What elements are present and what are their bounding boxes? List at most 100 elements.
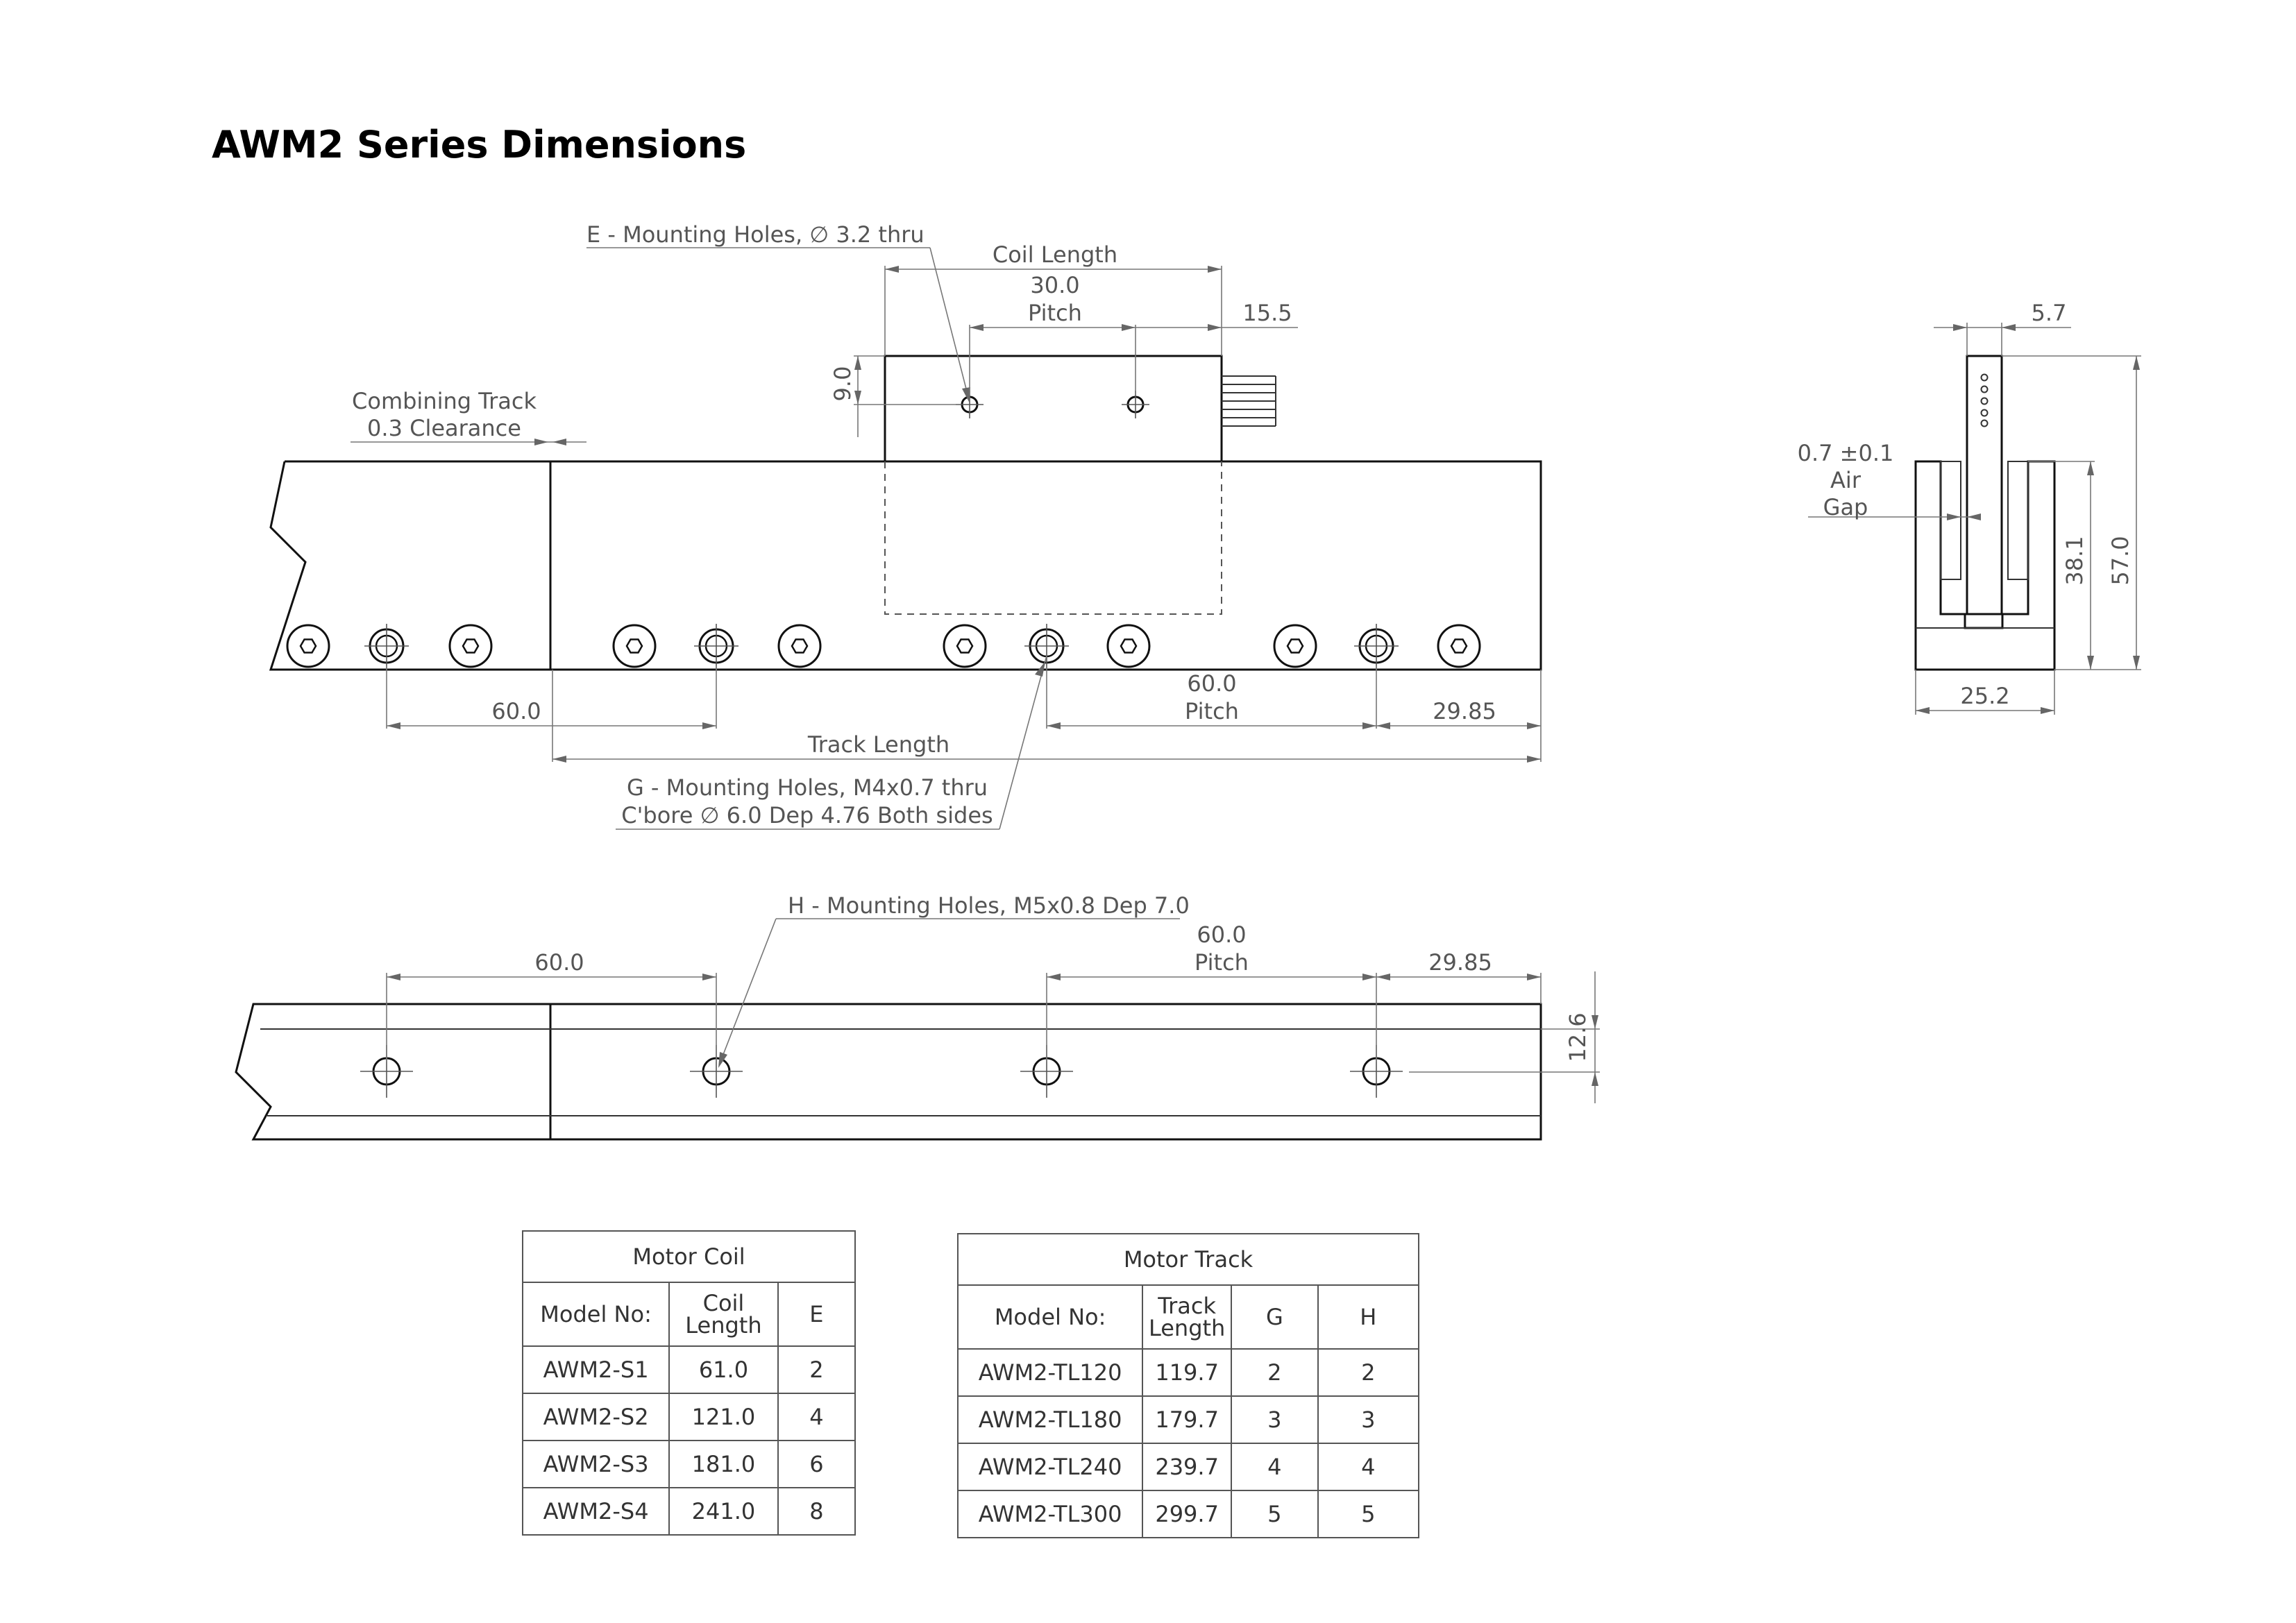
table-cell: 121.0 [668,1393,779,1441]
table-cell: 6 [777,1440,856,1488]
coil-cable [1222,375,1276,427]
svg-text:H - Mounting Holes, M5x0.8 Dep: H - Mounting Holes, M5x0.8 Dep 7.0 [788,892,1190,919]
total-height-dim: 57.0 [2002,355,2141,670]
counterbore-hole [1437,624,1481,668]
hole-height-dim: 9.0 [829,355,961,437]
column-header: Model No: [521,1282,670,1347]
table-cell: 4 [1317,1443,1420,1491]
svg-text:Pitch: Pitch [1185,698,1239,724]
table-cell: 181.0 [668,1440,779,1488]
track-u-channel [1914,460,2056,671]
counterbore-hole [286,624,330,668]
svg-text:30.0: 30.0 [1030,272,1079,298]
bottom-spacing-dim: 60.0 [386,949,717,1062]
air-gap-callout: 0.7 ±0.1 Air Gap [1798,440,1981,520]
cable-holes [1980,373,1989,427]
table-row: AWM2-TL240 239.7 4 4 [956,1443,1420,1491]
table-cell: 5 [1231,1490,1319,1538]
page-title: AWM2 Series Dimensions [212,123,746,167]
table-cell: AWM2-TL240 [956,1443,1144,1491]
g-mounting-hole [1023,622,1070,670]
motor-track-title: Motor Track [957,1233,1419,1286]
end-offset-dim: 29.85 [1376,670,1542,762]
bottom-height-dim: 12.6 [1409,971,1600,1103]
table-cell: AWM2-S2 [521,1393,670,1441]
svg-text:G - Mounting Holes, M4x0.7 thr: G - Mounting Holes, M4x0.7 thru [627,774,988,801]
table-cell: 2 [777,1345,856,1394]
table-cell: 241.0 [668,1487,779,1536]
table-row: AWM2-TL120 119.7 2 2 [956,1348,1420,1397]
coil-blade [1966,355,2003,615]
table-row: AWM2-TL180 179.7 3 3 [956,1395,1420,1444]
svg-text:60.0: 60.0 [534,949,584,976]
table-cell: AWM2-S4 [521,1487,670,1536]
svg-text:29.85: 29.85 [1433,698,1496,724]
svg-text:Air: Air [1830,467,1862,493]
table-cell: 8 [777,1487,856,1536]
svg-text:0.3 Clearance: 0.3 Clearance [367,415,521,441]
svg-text:Coil Length: Coil Length [993,241,1117,268]
table-cell: 2 [1231,1348,1319,1397]
track-spacing-dim: 60.0 [386,666,717,729]
bottom-pitch-dim: 60.0 Pitch [1046,921,1377,1062]
svg-text:0.7 ±0.1: 0.7 ±0.1 [1798,440,1894,466]
table-cell: AWM2-S1 [521,1345,670,1394]
column-header: E [777,1282,856,1347]
coil-hidden-outline [884,461,1222,615]
table-cell: 5 [1317,1490,1420,1538]
svg-text:Track Length: Track Length [807,731,949,758]
svg-text:25.2: 25.2 [1960,683,2009,709]
counterbore-hole [1273,624,1317,668]
bottom-end-offset-dim: 29.85 [1376,949,1542,1004]
base-width-dim: 25.2 [1915,670,2055,715]
coil-length-dim: Coil Length [884,241,1222,356]
g-mounting-hole [363,622,410,670]
svg-text:C'bore ∅ 6.0 Dep 4.76 Both s: C'bore ∅ 6.0 Dep 4.76 Both sides [621,802,993,829]
table-row: AWM2-TL300 299.7 5 5 [956,1490,1420,1538]
table-cell: 119.7 [1142,1348,1233,1397]
table-row: AWM2-S2 121.0 4 [521,1393,856,1441]
table-cell: 3 [1317,1395,1420,1444]
motor-coil-title: Motor Coil [522,1230,856,1283]
column-header: H [1317,1284,1420,1350]
magnet-right [2007,461,2029,580]
table-cell: AWM2-TL180 [956,1395,1144,1444]
table-row: AWM2-S1 61.0 2 [521,1345,856,1394]
g-holes-callout: G - Mounting Holes, M4x0.7 thru C'bore ∅… [616,655,1047,830]
svg-text:15.5: 15.5 [1242,300,1292,326]
table-cell: 239.7 [1142,1443,1233,1491]
table-cell: 299.7 [1142,1490,1233,1538]
table-row: AWM2-S3 181.0 6 [521,1440,856,1488]
svg-text:5.7: 5.7 [2032,300,2067,326]
counterbore-hole [448,624,493,668]
bottom-view: H - Mounting Holes, M5x0.8 Dep 7.0 60.0 … [235,892,1600,1141]
table-cell: 179.7 [1142,1395,1233,1444]
g-mounting-hole [1353,622,1400,670]
track-bottom-outline [235,1003,1542,1141]
counterbore-hole [1106,624,1151,668]
table-cell: AWM2-TL120 [956,1348,1144,1397]
counterbore-hole [777,624,822,668]
counterbore-hole [612,624,657,668]
svg-text:38.1: 38.1 [2061,536,2088,585]
left-track-segment [269,460,550,671]
h-holes-callout: H - Mounting Holes, M5x0.8 Dep 7.0 [718,892,1190,1068]
svg-text:60.0: 60.0 [1197,921,1246,948]
svg-text:60.0: 60.0 [491,698,541,724]
inner-height-dim: 38.1 [2028,461,2141,670]
coil-pitch-dim: 30.0 Pitch [969,272,1136,396]
svg-text:E - Mounting Holes, ∅ 3.2 thr: E - Mounting Holes, ∅ 3.2 thru [586,221,925,248]
svg-text:9.0: 9.0 [829,366,856,402]
table-cell: 61.0 [668,1345,779,1394]
svg-text:Gap: Gap [1823,494,1868,520]
svg-text:Pitch: Pitch [1028,300,1082,326]
svg-text:60.0: 60.0 [1187,670,1236,697]
side-view: 5.7 0.7 ±0.1 Air Gap 38.1 57.0 [1798,300,2141,715]
cable-offset-dim: 15.5 [1136,300,1298,331]
combining-clearance-callout: Combining Track 0.3 Clearance [351,388,586,445]
svg-text:12.6: 12.6 [1564,1012,1591,1062]
